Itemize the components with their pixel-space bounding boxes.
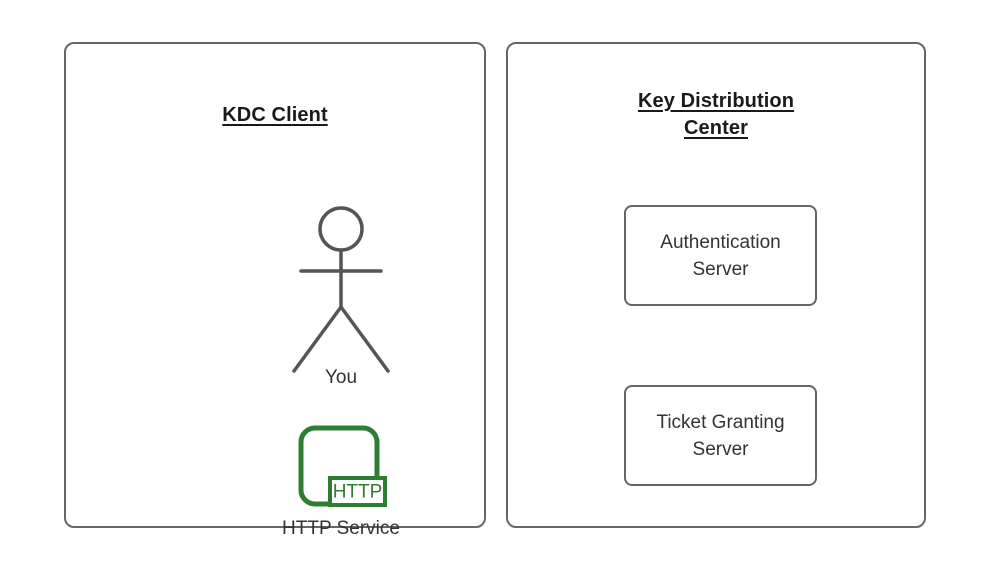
box-ticket-granting-server-label: Ticket Granting Server xyxy=(656,409,784,463)
http-badge-box xyxy=(328,476,387,507)
box-label-line: Server xyxy=(692,258,749,280)
box-ticket-granting-server[interactable]: Ticket Granting Server xyxy=(624,385,817,486)
panel-title-line: KDC Client xyxy=(222,104,328,126)
http-badge-text: HTTP xyxy=(333,482,383,503)
stick-figure-icon xyxy=(272,199,412,379)
panel-title-key-distribution-center: Key Distribution Center xyxy=(508,88,924,142)
http-service-icon: HTTP xyxy=(297,425,387,510)
box-authentication-server-label: Authentication Server xyxy=(660,229,780,283)
panel-title-line: Key Distribution xyxy=(637,90,795,112)
box-label-line: Server xyxy=(692,438,749,460)
stick-figure-leg-left xyxy=(292,305,343,373)
panel-title-kdc-client: KDC Client xyxy=(66,102,484,129)
service-label-http: HTTP Service xyxy=(282,518,400,539)
panel-kdc-client[interactable]: KDC Client You HTTP HTTP S xyxy=(64,42,486,539)
stick-figure-head xyxy=(318,206,364,252)
box-label-line: Ticket Granting xyxy=(656,411,785,433)
actor-label-you: You xyxy=(324,367,358,388)
panel-title-line: Center xyxy=(684,117,748,139)
box-authentication-server[interactable]: Authentication Server xyxy=(624,205,817,306)
stick-figure-leg-right xyxy=(339,305,390,373)
box-label-line: Authentication xyxy=(660,231,781,253)
